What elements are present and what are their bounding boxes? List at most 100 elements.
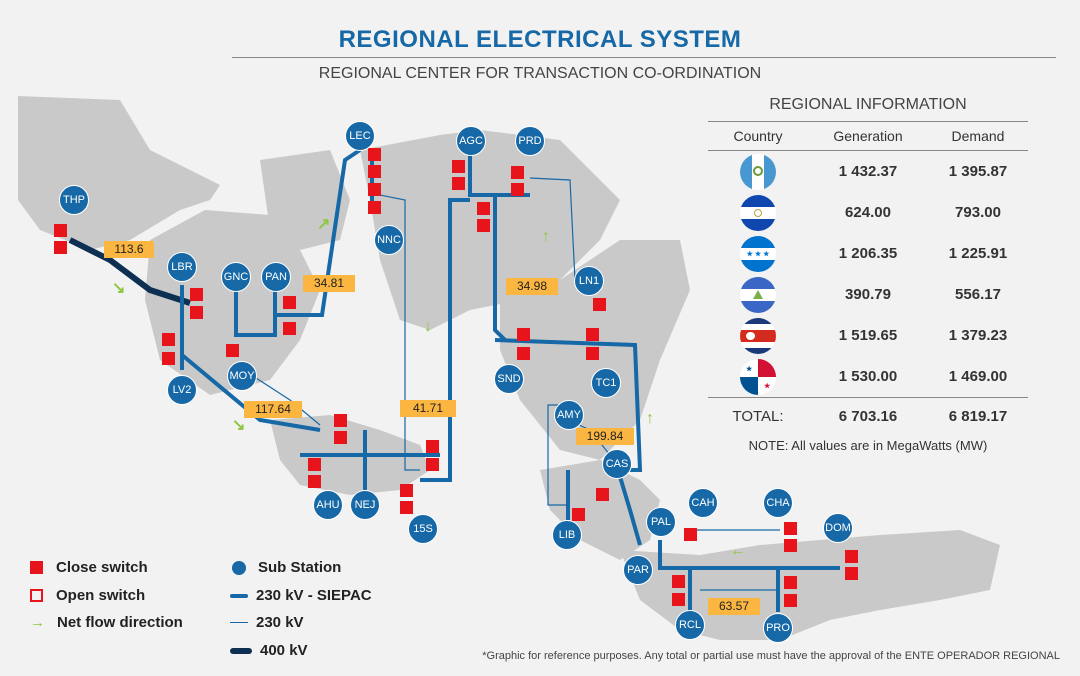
close-switch-icon [368,201,381,214]
close-switch-icon [517,328,530,341]
substation-15s[interactable]: 15S [408,514,438,544]
substation-cah[interactable]: CAH [688,488,718,518]
close-switch-icon [845,567,858,580]
generation-value: 1 519.65 [838,327,898,344]
close-switch-icon [54,224,67,237]
generation-value: 1 432.37 [838,163,898,180]
generation-value: 624.00 [845,204,891,221]
close-switch-icon [226,344,239,357]
net-flow-arrow-icon: ↘ [232,417,246,434]
close-switch-icon [426,458,439,471]
substation-cas[interactable]: CAS [602,449,632,479]
title-rule [232,57,1056,58]
close-switch-icon [400,501,413,514]
table-row: 390.79 556.17 [708,274,1028,315]
net-flow-arrow-icon: ↘ [112,280,126,297]
line-siepac-cas-par [616,469,642,546]
guatemala-flag-icon [740,153,776,190]
close-switch-icon [368,183,381,196]
table-header: Country Generation Demand [708,121,1028,151]
close-switch-icon [586,328,599,341]
total-label: TOTAL: [732,407,784,425]
substation-lib[interactable]: LIB [552,520,582,550]
substation-ln1[interactable]: LN1 [574,266,604,296]
legend-net-flow: → Net flow direction [30,614,183,631]
legend-sub-station: Sub Station [232,559,341,576]
total-generation: 6 703.16 [838,407,898,425]
demand-value: 556.17 [955,286,1001,303]
substation-ahu[interactable]: AHU [313,490,343,520]
flow-value: 199.84 [576,428,634,445]
legend-sub-station-label: Sub Station [258,559,342,576]
legend-close-switch-label: Close switch [56,559,148,576]
demand-value: 1 395.87 [948,163,1008,180]
substation-prd[interactable]: PRD [515,126,545,156]
substation-tc1[interactable]: TC1 [591,368,621,398]
substation-lbr[interactable]: LBR [167,252,197,282]
legend-close-switch: Close switch [30,559,148,576]
legend-230kv: 230 kV [230,614,304,631]
units-note: NOTE: All values are in MegaWatts (MW) [748,438,988,453]
demand-value: 1 469.00 [948,368,1008,385]
line-230-lec-nnc [379,194,420,471]
regional-info-title: REGIONAL INFORMATION [769,96,967,113]
line-230kv-icon [230,622,248,623]
substation-pal[interactable]: PAL [646,507,676,537]
substation-nej[interactable]: NEJ [350,490,380,520]
table-row: 1 519.65 1 379.23 [708,315,1028,356]
close-switch-icon [517,347,530,360]
close-switch-icon [190,306,203,319]
nicaragua-flag-icon [740,276,776,313]
substation-amy[interactable]: AMY [554,400,584,430]
net-flow-arrow-icon: ↗ [317,216,331,233]
header-generation: Generation [833,128,903,144]
honduras-flag-icon: ★ ★ ★ [740,235,776,272]
substation-nnc[interactable]: NNC [374,225,404,255]
close-switch-icon [162,352,175,365]
legend-230kv-siepac-label: 230 kV - SIEPAC [256,587,372,604]
close-switch-icon [334,431,347,444]
el-salvador-flag-icon [740,194,776,231]
legend-400kv-label: 400 kV [260,642,308,659]
legend-400kv: 400 kV [230,642,308,659]
flow-value: 34.98 [506,278,558,295]
flow-value: 63.57 [708,598,760,615]
panama-flag-icon: ★ ★ [740,358,776,395]
substation-rcl[interactable]: RCL [675,610,705,640]
net-flow-arrow-icon: ↓ [424,318,432,335]
line-230-prd-ln1 [529,177,576,281]
substation-pan[interactable]: PAN [261,262,291,292]
demand-value: 793.00 [955,204,1001,221]
substation-cha[interactable]: CHA [763,488,793,518]
legend-230kv-label: 230 kV [256,614,304,631]
costa-rica-flag-icon [740,317,776,354]
close-switch-icon [511,166,524,179]
line-siepac-pal-dom [658,540,840,570]
substation-dom[interactable]: DOM [823,513,853,543]
substation-par[interactable]: PAR [623,555,653,585]
substation-moy[interactable]: MOY [227,361,257,391]
page-subtitle: REGIONAL CENTER FOR TRANSACTION CO-ORDIN… [318,65,762,82]
header-country: Country [733,128,783,144]
close-switch-icon [283,322,296,335]
line-siepac-pan-lec [275,148,362,317]
regional-info-table: REGIONAL INFORMATION Country Generation … [708,96,1028,453]
close-switch-icon [784,594,797,607]
flow-value: 113.6 [104,241,154,258]
generation-value: 390.79 [845,286,891,303]
header-demand: Demand [951,128,1005,144]
land-yucatan [260,150,350,250]
substation-pro[interactable]: PRO [763,613,793,643]
substation-agc[interactable]: AGC [456,126,486,156]
substation-gnc[interactable]: GNC [221,262,251,292]
substation-thp[interactable]: THP [59,185,89,215]
substation-snd[interactable]: SND [494,364,524,394]
legend-open-switch-label: Open switch [56,587,146,604]
close-switch-icon [452,177,465,190]
net-flow-arrow-icon: ← [730,542,746,559]
substation-lec[interactable]: LEC [345,121,375,151]
substation-lv2[interactable]: LV2 [167,375,197,405]
close-switch-icon [672,593,685,606]
close-switch-icon [784,522,797,535]
